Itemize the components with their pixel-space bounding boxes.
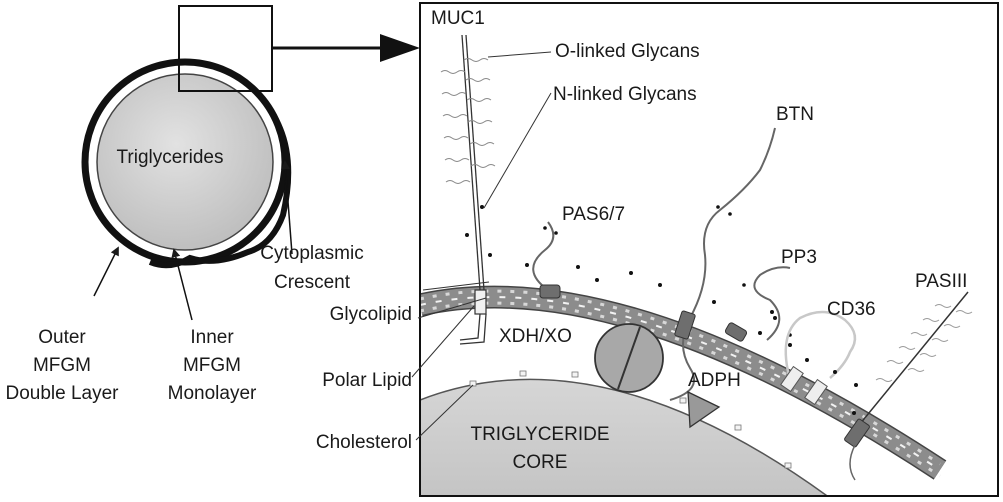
btn-protein <box>669 127 776 401</box>
zoom-box <box>178 5 273 92</box>
o-linked-glycans-label: O-linked Glycans <box>555 41 700 62</box>
pp3-label: PP3 <box>781 247 817 268</box>
glycolipid-label: Glycolipid <box>330 304 412 325</box>
inner-label-3: Monolayer <box>168 383 257 404</box>
n-linked-glycans-label: N-linked Glycans <box>553 84 697 105</box>
outer-label-3: Double Layer <box>5 383 119 404</box>
crescent-label-2: Crescent <box>274 272 351 293</box>
inner-pointer <box>171 248 193 321</box>
cd36-protein <box>780 310 857 406</box>
triglycerides-label: Triglycerides <box>117 147 224 168</box>
cholesterol-label: Cholesterol <box>316 432 412 453</box>
zoom-arrowhead <box>380 34 420 62</box>
core-label-2: CORE <box>513 452 568 473</box>
surface-dots <box>525 263 858 415</box>
inner-membrane-ring <box>96 73 274 251</box>
leader-lines <box>411 51 552 441</box>
fat-globule: Triglycerides Cytoplasmic Crescent Outer… <box>5 5 420 404</box>
membrane-detail-panel: MUC1 O-linked Glycans N-linked Glycans B… <box>411 2 999 497</box>
xdh-xo-label: XDH/XO <box>499 326 572 347</box>
core-label-1: TRIGLYCERIDE <box>470 424 609 445</box>
inner-label-2: MFGM <box>183 355 241 376</box>
cd36-label: CD36 <box>827 299 876 320</box>
crescent-pointer <box>281 160 293 255</box>
inner-label-1: Inner <box>190 327 234 348</box>
outer-pointer <box>93 246 119 297</box>
polar-lipid-label: Polar Lipid <box>322 370 412 391</box>
pas67-protein <box>532 221 561 299</box>
muc1-label: MUC1 <box>431 8 485 29</box>
xdh-xo-protein <box>594 323 664 393</box>
adph-label: ADPH <box>688 370 741 391</box>
pasiii-protein <box>844 291 973 481</box>
adph-protein <box>687 390 721 429</box>
btn-label: BTN <box>776 104 814 125</box>
muc1-protein <box>440 34 496 345</box>
crescent-label-1: Cytoplasmic <box>260 243 363 264</box>
outer-label-1: Outer <box>38 327 86 348</box>
pp3-protein <box>724 266 792 342</box>
pas67-label: PAS6/7 <box>562 204 625 225</box>
detail-frame <box>419 2 999 497</box>
o-glycan-chains <box>440 58 496 184</box>
pasiii-label: PASIII <box>915 271 967 292</box>
outer-label-2: MFGM <box>33 355 91 376</box>
